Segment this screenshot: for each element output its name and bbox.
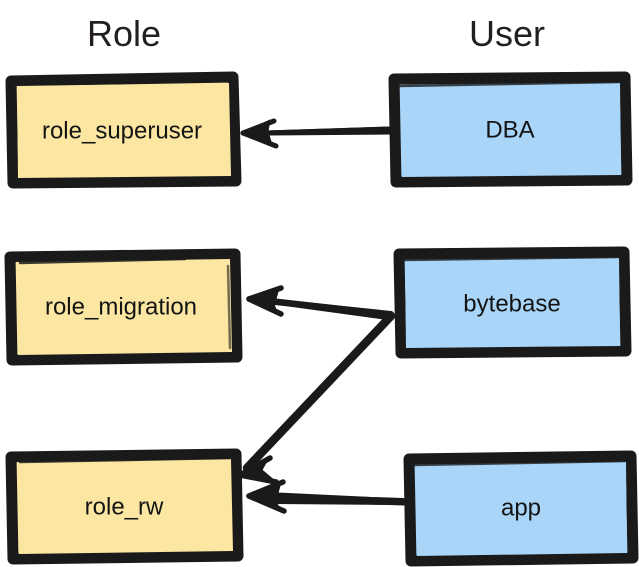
node-role-migration[interactable]: role_migration	[4, 248, 243, 366]
node-role-superuser[interactable]: role_superuser	[5, 71, 242, 189]
node-label: DBA	[485, 116, 534, 143]
node-dba[interactable]: DBA	[388, 71, 633, 188]
node-fill	[405, 258, 620, 348]
node-app[interactable]: app	[403, 450, 639, 567]
node-fill	[400, 83, 621, 177]
node-label: role_superuser	[42, 117, 202, 144]
node-fill	[16, 259, 232, 355]
column-header-role: Role	[87, 13, 161, 54]
edge-bytebase-to-role-rw	[237, 311, 396, 485]
edge-bytebase-to-role-migration	[246, 285, 394, 321]
node-fill	[17, 459, 233, 554]
edge-dba-to-role-superuser	[240, 118, 393, 149]
node-bytebase[interactable]: bytebase	[393, 246, 632, 359]
column-header-user: User	[469, 13, 545, 54]
node-fill	[415, 462, 627, 556]
node-role-rw[interactable]: role_rw	[5, 448, 244, 565]
node-label: app	[501, 494, 541, 521]
node-label: bytebase	[463, 290, 560, 317]
node-label: role_rw	[85, 493, 164, 520]
node-fill	[17, 83, 231, 178]
edge-app-to-role-rw	[246, 479, 405, 514]
node-label: role_migration	[45, 293, 197, 320]
